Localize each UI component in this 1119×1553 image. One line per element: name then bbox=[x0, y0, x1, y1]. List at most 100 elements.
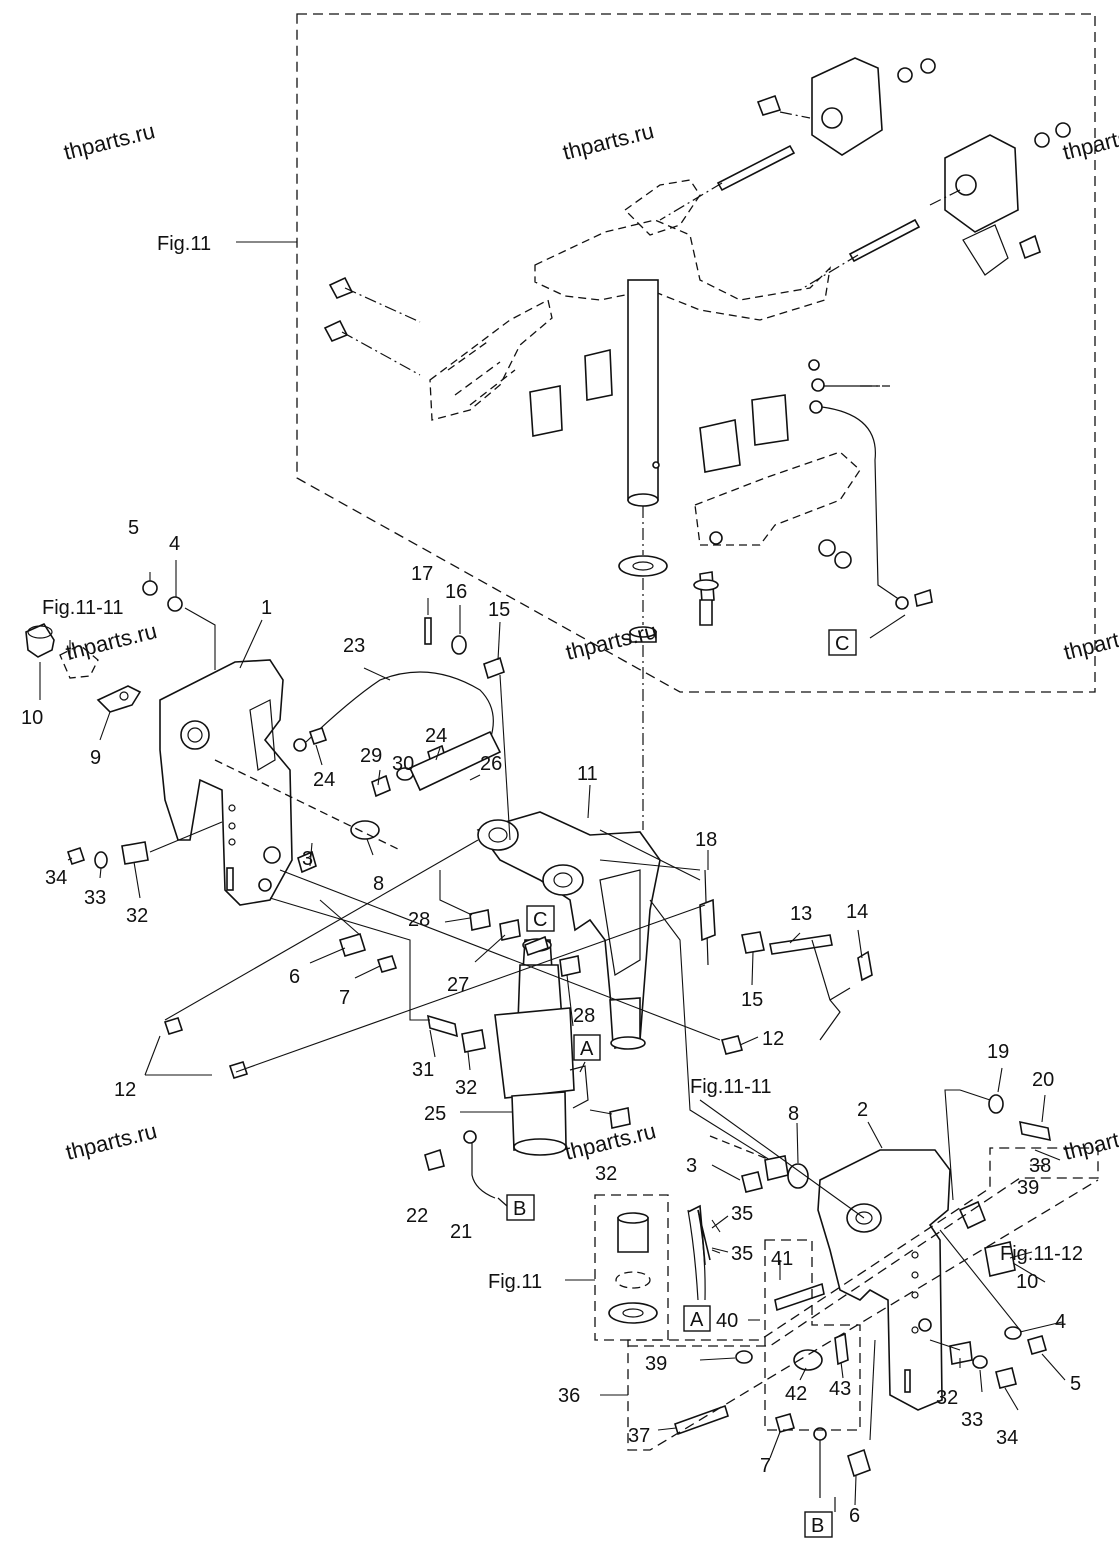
left-accessories bbox=[25, 580, 183, 713]
part-label-10-right: 10 bbox=[1016, 1271, 1038, 1293]
fig-ref-fig11-12: Fig.11-12 bbox=[1000, 1243, 1083, 1265]
part-label-20: 20 bbox=[1032, 1069, 1054, 1091]
part-label-15-center: 15 bbox=[741, 989, 763, 1011]
part-label-36: 36 bbox=[558, 1385, 580, 1407]
group-41-outline bbox=[764, 1239, 861, 1431]
shaft-washers bbox=[618, 506, 668, 830]
part-label-21: 21 bbox=[450, 1221, 472, 1243]
lower-bracket-phantom bbox=[693, 451, 861, 626]
part-label-37: 37 bbox=[628, 1425, 650, 1447]
part-label-12-left: 12 bbox=[114, 1079, 136, 1101]
part-label-24-a: 24 bbox=[425, 725, 447, 747]
part-label-5-right: 5 bbox=[1070, 1373, 1081, 1395]
part-label-15-top: 15 bbox=[488, 599, 510, 621]
part-label-4-left: 4 bbox=[169, 533, 180, 555]
boxed-ref-b-lower: B bbox=[804, 1511, 833, 1538]
svg-text:C: C bbox=[835, 633, 849, 655]
boxed-ref-a-lower: A bbox=[683, 1305, 711, 1332]
svg-text:A: A bbox=[580, 1038, 594, 1060]
part-label-4-right: 4 bbox=[1055, 1311, 1066, 1333]
part-label-28-a: 28 bbox=[408, 909, 430, 931]
part-label-34-right: 34 bbox=[996, 1427, 1018, 1449]
through-bolts bbox=[323, 111, 961, 376]
boxed-ref-c-top: C bbox=[828, 629, 857, 656]
boxed-ref-a-center: A bbox=[573, 1034, 601, 1061]
svg-text:B: B bbox=[811, 1515, 824, 1537]
fig-ref-fig11-top: Fig.11 bbox=[157, 233, 211, 255]
part-label-32-center: 32 bbox=[455, 1077, 477, 1099]
part-label-12-right: 12 bbox=[762, 1028, 784, 1050]
part-label-3-right: 3 bbox=[686, 1155, 697, 1177]
part-label-27: 27 bbox=[447, 974, 469, 996]
boxed-ref-c-center: C bbox=[526, 905, 555, 932]
upper-mount-2 bbox=[944, 122, 1071, 276]
harness-35 bbox=[687, 1209, 729, 1301]
watermark-9: thparts.ru bbox=[1061, 1118, 1119, 1165]
part-label-8-left: 8 bbox=[373, 873, 384, 895]
part-label-25: 25 bbox=[424, 1103, 446, 1125]
part-label-8-right: 8 bbox=[788, 1103, 799, 1125]
part-number-labels: 5 4 1 10 9 17 16 15 23 24 24 29 30 26 11… bbox=[21, 517, 1081, 1527]
part-label-38: 38 bbox=[1029, 1155, 1051, 1177]
watermark-2: thparts.ru bbox=[560, 118, 656, 165]
part-label-19: 19 bbox=[987, 1041, 1009, 1063]
svg-text:C: C bbox=[533, 909, 547, 931]
fig-ref-fig11-bottom: Fig.11 bbox=[488, 1271, 542, 1293]
part-label-6-right: 6 bbox=[849, 1505, 860, 1527]
watermark-4: thparts.ru bbox=[63, 618, 159, 665]
fig11-group-outline bbox=[296, 13, 1096, 693]
fig-ref-fig11-11-right: Fig.11-11 bbox=[690, 1076, 772, 1098]
watermark-6: thparts.ru bbox=[1061, 618, 1119, 665]
group-36-outline bbox=[627, 1147, 1099, 1451]
part-label-3-left: 3 bbox=[302, 848, 313, 870]
part-label-34-left: 34 bbox=[45, 867, 67, 889]
part-label-32-right: 32 bbox=[936, 1387, 958, 1409]
center-assembly-lines bbox=[149, 674, 771, 1161]
part-label-31: 31 bbox=[412, 1059, 434, 1081]
part-label-32-center-b: 32 bbox=[595, 1163, 617, 1185]
part-label-32-left: 32 bbox=[126, 905, 148, 927]
part-label-29: 29 bbox=[360, 745, 382, 767]
clamp-bracket-left bbox=[159, 659, 293, 906]
part-label-23: 23 bbox=[343, 635, 365, 657]
watermark-5: thparts.ru bbox=[563, 618, 659, 665]
part-label-7-right: 7 bbox=[760, 1455, 771, 1477]
leader-lines bbox=[39, 560, 1066, 1506]
fig11-bottom-parts bbox=[608, 1212, 658, 1324]
fig-ref-fig11-11-left: Fig.11-11 bbox=[42, 597, 124, 619]
part-label-39-right: 39 bbox=[1017, 1177, 1039, 1199]
part-label-28-b: 28 bbox=[573, 1005, 595, 1027]
part-label-6-left: 6 bbox=[289, 966, 300, 988]
part-label-9: 9 bbox=[90, 747, 101, 769]
swivel-bracket bbox=[476, 811, 661, 1050]
watermark-8: thparts.ru bbox=[562, 1118, 658, 1165]
watermark-7: thparts.ru bbox=[63, 1118, 159, 1165]
tilt-cylinder bbox=[494, 935, 589, 1156]
ground-wires bbox=[808, 359, 933, 639]
svg-text:A: A bbox=[690, 1309, 704, 1331]
upper-mount-1 bbox=[756, 57, 936, 156]
steering-shaft bbox=[627, 279, 660, 507]
part-label-40: 40 bbox=[716, 1310, 738, 1332]
part-label-33-left: 33 bbox=[84, 887, 106, 909]
part-label-14: 14 bbox=[846, 901, 868, 923]
part-label-42: 42 bbox=[785, 1383, 807, 1405]
right-accessories bbox=[674, 1089, 1051, 1498]
part-label-35-b: 35 bbox=[731, 1243, 753, 1265]
clamp-bracket-right bbox=[817, 1149, 951, 1411]
part-label-2: 2 bbox=[857, 1099, 868, 1121]
part-label-43: 43 bbox=[829, 1378, 851, 1400]
part-label-16: 16 bbox=[445, 581, 467, 603]
part-label-5-left: 5 bbox=[128, 517, 139, 539]
watermark-1: thparts.ru bbox=[61, 118, 157, 165]
steering-bracket-phantom bbox=[429, 179, 831, 421]
svg-text:B: B bbox=[513, 1198, 526, 1220]
part-label-39-lower: 39 bbox=[645, 1353, 667, 1375]
part-label-18: 18 bbox=[695, 829, 717, 851]
rubber-pads bbox=[529, 348, 789, 473]
part-label-35-a: 35 bbox=[731, 1203, 753, 1225]
part-label-26: 26 bbox=[480, 753, 502, 775]
part-label-17: 17 bbox=[411, 563, 433, 585]
part-label-41: 41 bbox=[771, 1248, 793, 1270]
